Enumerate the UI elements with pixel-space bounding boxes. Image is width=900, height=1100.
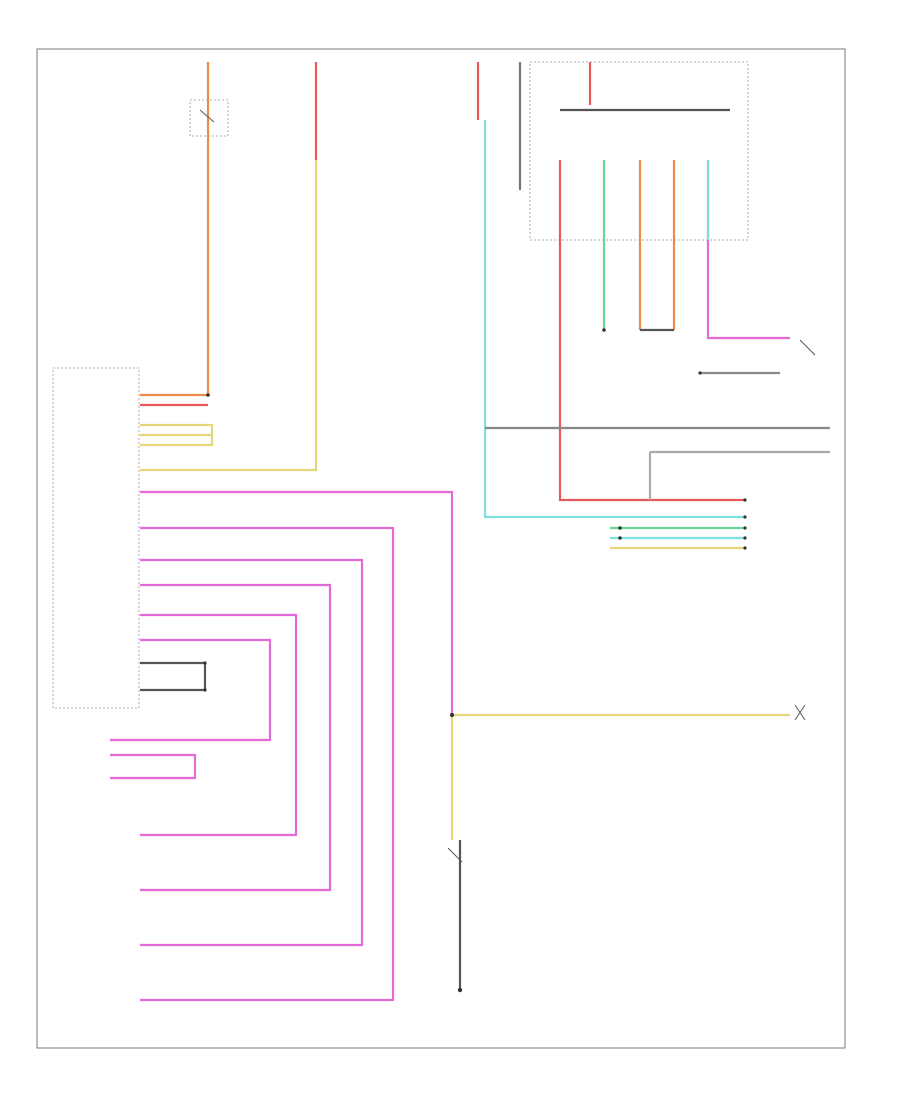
lamp-right [794,704,806,721]
wire-pink-6 [110,638,272,742]
wire-black-5 [140,661,207,692]
splice-points [203,328,747,993]
instrument-cluster-box [52,367,140,709]
switch-door [799,339,816,356]
wire-pink-1 [140,490,454,715]
splice-11 [698,371,702,375]
wire-group-cyan [483,120,745,540]
splice-14 [203,688,207,692]
wire-group-pink [110,160,790,1002]
splice-8 [618,526,622,530]
wire-group-yellow [140,160,790,840]
wire-group-red [140,62,745,502]
switch-liftgate [447,847,463,863]
splice-1 [206,393,210,397]
splice-10 [602,328,606,332]
splice-3 [743,498,747,502]
splice-9 [618,536,622,540]
wire-pink-5 [140,613,298,837]
switch-brake [199,109,215,123]
switch-symbols [199,109,816,863]
splice-7 [743,546,747,550]
splice-12 [457,987,463,993]
splice-4 [743,515,747,519]
splice-5 [743,526,747,530]
wire-red-5 [558,160,745,502]
splice-2 [450,713,454,717]
diagram-frame [36,48,846,1049]
wire-cyan-1 [483,120,745,519]
wire-gray-3 [648,450,830,500]
wire-yellow-1 [140,160,318,472]
wire-pink-2 [140,526,395,1002]
splice-13 [203,661,207,665]
wire-pink-7 [110,753,197,780]
wire-pink-4 [140,583,332,892]
wire-pink-8 [706,160,790,340]
splice-6 [743,536,747,540]
wire-red-1 [140,62,210,397]
wire-pink-3 [140,558,364,947]
wire-group-gray [140,62,830,990]
